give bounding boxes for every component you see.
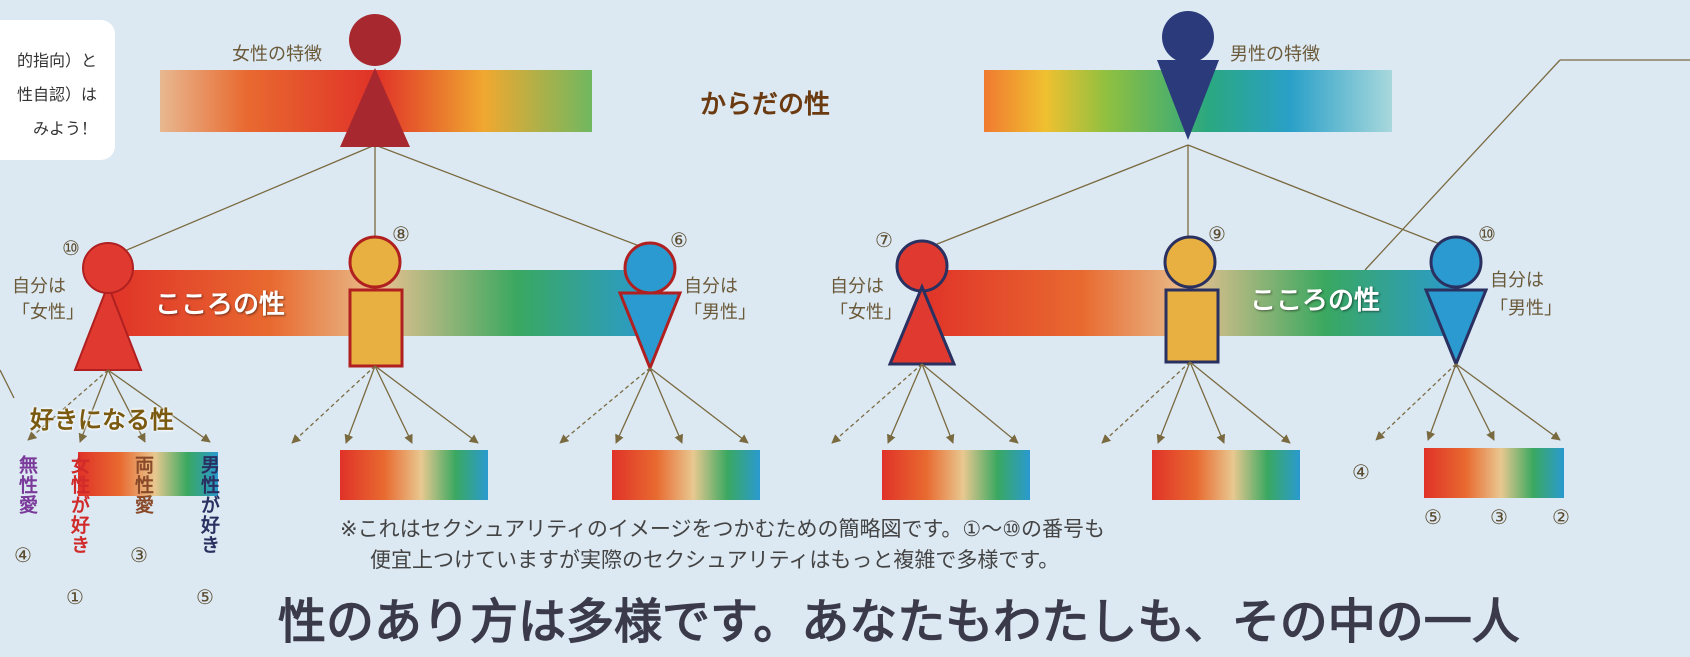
attraction-bar (340, 450, 488, 500)
person-number: ⑩ (1478, 222, 1496, 246)
self-male-label: 「男性」 (1490, 298, 1562, 319)
self-male-label: 自分は (1490, 270, 1544, 291)
person-number: ⑥ (670, 228, 688, 252)
footnote: ※これはセクシュアリティのイメージをつかむための簡略図です。①〜⑩の番号も 便宜… (340, 514, 1320, 576)
person-number: ⑨ (1208, 222, 1226, 246)
page-headline: 性のあり方は多様です。あなたもわたしも、その中の一人 (278, 594, 1520, 650)
male-person-icon (617, 241, 683, 373)
female-person-icon (887, 239, 957, 366)
self-male-label: 自分は (684, 276, 738, 297)
note-line: 的指向）と (16, 51, 97, 70)
note-box: 的指向）と 性自認）は みよう！ (0, 20, 115, 160)
attraction-number: ① (66, 585, 84, 609)
attraction-number: ④ (14, 543, 32, 567)
note-line: みよう！ (32, 119, 97, 138)
attraction-label: 好きになる性 (30, 406, 174, 434)
attraction-bar (1152, 450, 1300, 500)
female-traits-label: 女性の特徴 (232, 44, 322, 65)
bisexual-label: 両性愛 (132, 455, 154, 515)
self-female-label: 自分は (12, 276, 66, 297)
body-sex-label: からだの性 (700, 90, 831, 120)
asexual-label: 無性愛 (16, 455, 38, 515)
female-figure-icon (340, 14, 410, 147)
mind-sex-label: こころの性 (1250, 286, 1381, 316)
attraction-number: ② (1552, 505, 1570, 529)
attraction-bar (612, 450, 760, 500)
footnote-line: 便宜上つけていますが実際のセクシュアリティはもっと複雑で多様です。 (370, 548, 1060, 572)
attraction-bar (1424, 448, 1564, 498)
attraction-bar (882, 450, 1030, 500)
male-figure-icon (1157, 11, 1219, 140)
person-number: ⑦ (875, 228, 893, 252)
neutral-person-icon (348, 235, 404, 368)
person-number: ⑩ (62, 236, 80, 260)
self-female-label: 自分は (830, 276, 884, 297)
attraction-bar (78, 452, 218, 496)
neutral-person-icon (1163, 235, 1220, 364)
attraction-number: ⑤ (1424, 505, 1442, 529)
self-male-label: 「男性」 (684, 302, 756, 323)
person-number: ⑧ (392, 222, 410, 246)
attraction-number: ⑤ (196, 585, 214, 609)
mind-sex-label: こころの性 (155, 290, 286, 320)
arrow-icon (27, 361, 1561, 444)
female-person-icon (73, 242, 143, 371)
male-traits-label: 男性の特徴 (1230, 44, 1320, 65)
attraction-number: ③ (130, 543, 148, 567)
self-female-label: 「女性」 (12, 302, 84, 323)
self-female-label: 「女性」 (830, 302, 902, 323)
footnote-line: ※これはセクシュアリティのイメージをつかむための簡略図です。①〜⑩の番号も (340, 517, 1106, 541)
note-line: 性自認）は (16, 85, 97, 104)
attraction-number: ④ (1352, 460, 1370, 484)
attraction-number: ③ (1490, 505, 1508, 529)
male-person-icon (1423, 235, 1489, 368)
like-men-label: 男性が好き (198, 455, 220, 555)
like-women-label: 女性が好き (68, 455, 90, 555)
connector-lines (0, 59, 1690, 399)
